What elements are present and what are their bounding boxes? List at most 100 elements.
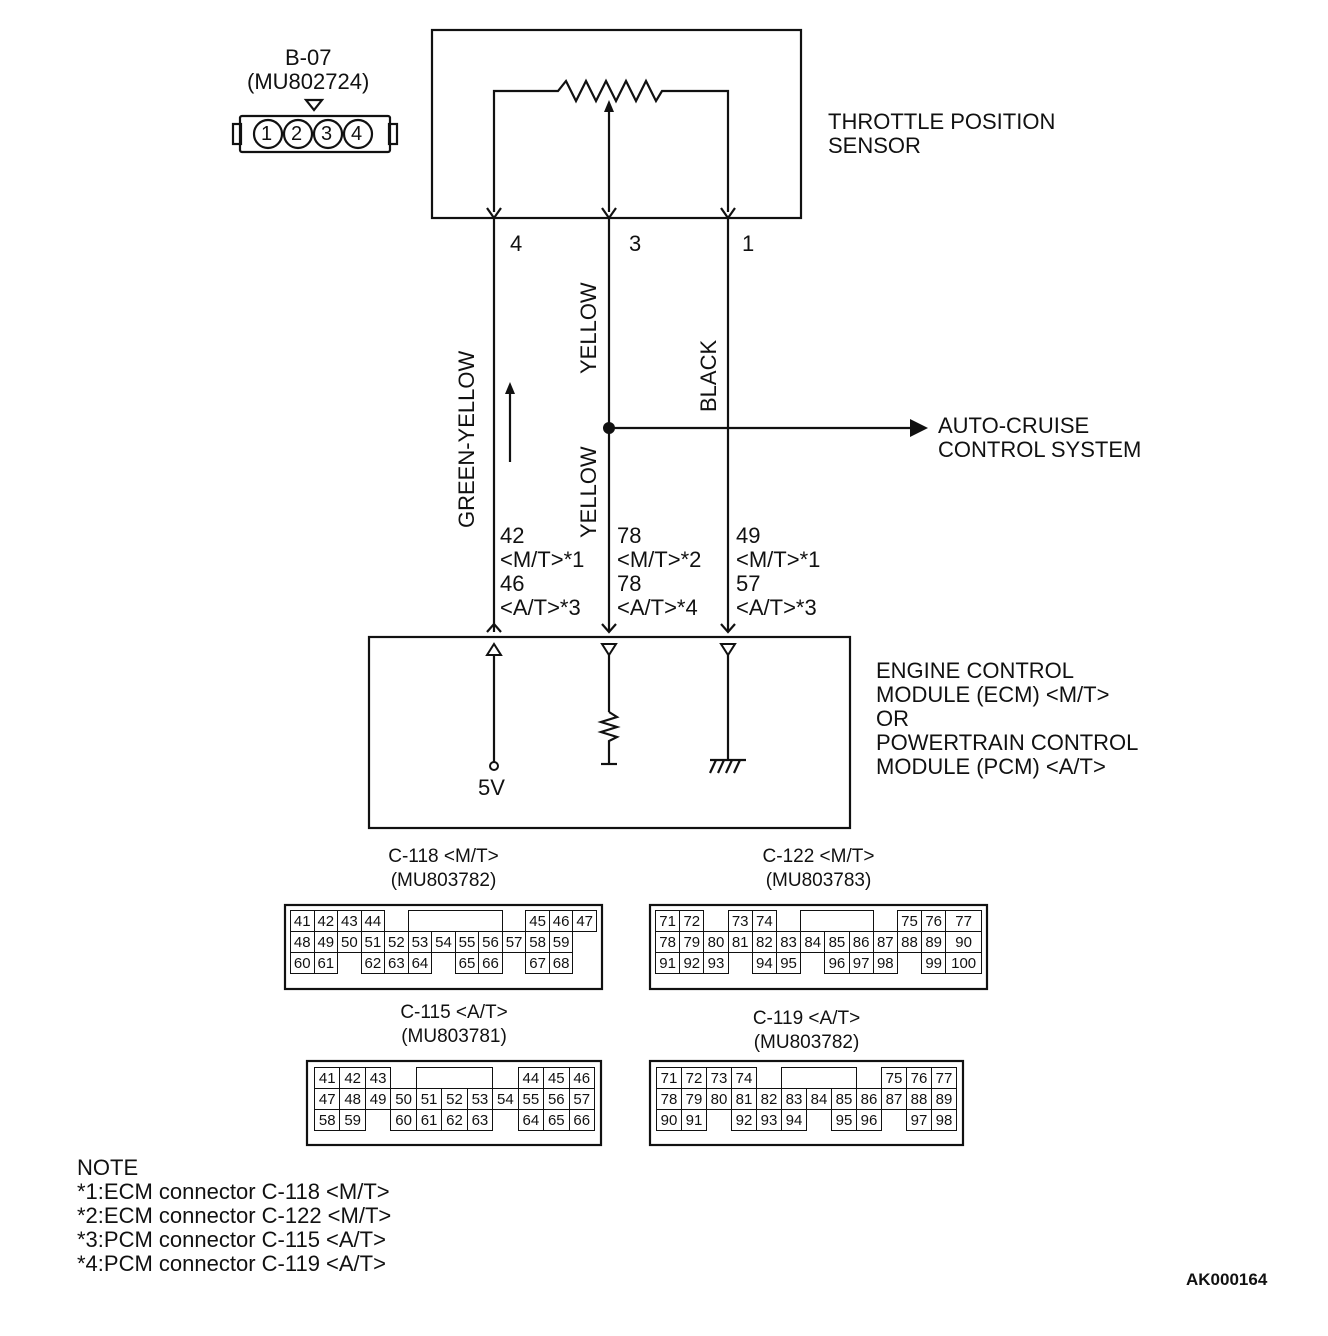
- c122-pin: 82: [751, 931, 777, 953]
- c118-pin: 61: [313, 952, 339, 974]
- ecm-title-line2: MODULE (ECM) <M/T>: [876, 682, 1110, 707]
- b07-pin-2: 2: [291, 123, 303, 145]
- c122-pin: 87: [872, 931, 898, 953]
- c122-pin: 77: [945, 910, 982, 932]
- c118-pin: 44: [360, 910, 386, 932]
- c119-pin: 76: [906, 1067, 932, 1089]
- pin-number-3: 3: [629, 231, 642, 256]
- c118-pin: 64: [407, 952, 433, 974]
- c115-part-number: (MU803781): [401, 1026, 507, 1047]
- c119-pin: 77: [931, 1067, 957, 1089]
- c119-pin: 72: [681, 1067, 707, 1089]
- c118-part-number: (MU803782): [390, 870, 497, 891]
- c119-pin: 80: [706, 1088, 732, 1110]
- c119-pin: 74: [731, 1067, 757, 1089]
- c115-pin: 44: [517, 1067, 545, 1089]
- figure-code: AK000164: [1186, 1270, 1268, 1289]
- c119-pin: 94: [781, 1109, 807, 1131]
- splice-dot: [603, 422, 615, 434]
- c115-pin: 47: [313, 1088, 341, 1110]
- note-line-2: *2:ECM connector C-122 <M/T>: [77, 1203, 392, 1228]
- c122-pin: 93: [703, 952, 729, 974]
- pin-number-4: 4: [510, 231, 523, 256]
- c122-pin: 72: [679, 910, 705, 932]
- c122-pin: 96: [824, 952, 850, 974]
- c122-pin: 85: [824, 931, 850, 953]
- c115-row-3: 58 59 60 61 62 63 64 65 66: [313, 1109, 596, 1131]
- c118-pin: 52: [384, 931, 409, 953]
- c115-pin: 56: [543, 1088, 570, 1110]
- c119-pin: 91: [681, 1109, 707, 1131]
- c115-pin: 54: [492, 1088, 519, 1110]
- c122-pin-grid: 71 72 73 74 75 76 77 78 79 80 81 82 83 8…: [654, 910, 982, 974]
- c118-pin: 43: [337, 910, 362, 932]
- c122-pin: 86: [848, 931, 874, 953]
- c122-pin: 76: [921, 910, 947, 932]
- c115-pin: 48: [339, 1088, 366, 1110]
- c115-pin: 50: [390, 1088, 417, 1110]
- c118-row-1: 41 42 43 44 45 46 47: [290, 910, 597, 932]
- c122-pin: 80: [703, 931, 729, 953]
- c122-pin: 90: [945, 931, 982, 953]
- b07-pin-3: 3: [321, 123, 333, 145]
- wire-label-black: BLACK: [696, 339, 721, 412]
- c115-pin: 53: [466, 1088, 494, 1110]
- term-b-3: <A/T>*3: [736, 595, 817, 620]
- c115-pin: 49: [364, 1088, 392, 1110]
- c119-pin: 73: [706, 1067, 732, 1089]
- c118-pin: 46: [548, 910, 574, 932]
- c118-pin: 68: [548, 952, 574, 974]
- c115-name: C-115 <A/T>: [400, 1002, 508, 1023]
- c118-row-3: 60 61 62 63 64 65 66 67 68: [290, 952, 597, 974]
- c122-pin: 100: [945, 952, 982, 974]
- c115-pin: 63: [466, 1109, 494, 1131]
- c115-pin: 42: [339, 1067, 366, 1089]
- c119-pin: 85: [831, 1088, 857, 1110]
- note-line-3: *3:PCM connector C-115 <A/T>: [77, 1227, 386, 1252]
- c118-pin: 56: [478, 931, 503, 953]
- c122-pin: 73: [727, 910, 753, 932]
- c119-pin: 75: [881, 1067, 907, 1089]
- ecm-title-line3: OR: [876, 706, 909, 731]
- c119-pin: 93: [756, 1109, 782, 1131]
- c115-pin: 59: [339, 1109, 366, 1131]
- c122-pin: 75: [896, 910, 923, 932]
- c118-pin: 67: [525, 952, 550, 974]
- c122-pin: 94: [751, 952, 777, 974]
- c122-pin: 92: [679, 952, 705, 974]
- c122-pin: 99: [921, 952, 947, 974]
- b07-name: B-07: [285, 45, 332, 70]
- c118-pin: 66: [478, 952, 503, 974]
- c122-pin: 79: [679, 931, 705, 953]
- pulldown-resistor: [597, 711, 621, 764]
- c118-pin: 59: [548, 931, 574, 953]
- c118-pin: 53: [407, 931, 433, 953]
- c119-pin: 96: [856, 1109, 882, 1131]
- ecm-title-line1: ENGINE CONTROL: [876, 658, 1075, 683]
- c118-pin: 65: [454, 952, 480, 974]
- c119-pin: 90: [656, 1109, 682, 1131]
- c119-pin: 88: [906, 1088, 932, 1110]
- c122-pin: 81: [727, 931, 753, 953]
- note-title: NOTE: [77, 1155, 139, 1180]
- c115-pin: 46: [568, 1067, 596, 1089]
- c122-pin: 78: [654, 931, 681, 953]
- c122-row-2: 78 79 80 81 82 83 84 85 86 87 88 89 90: [654, 931, 982, 953]
- c118-pin: 41: [290, 910, 315, 932]
- ecm-title-line5: MODULE (PCM) <A/T>: [876, 754, 1106, 779]
- c122-pin: 84: [800, 931, 826, 953]
- term-b-2: 57: [736, 571, 761, 596]
- c118-pin-grid: 41 42 43 44 45 46 47 48 49 50 51 52 53 5…: [290, 910, 597, 974]
- c119-pin: 78: [656, 1088, 682, 1110]
- c119-pin: 82: [756, 1088, 782, 1110]
- c115-row-1: 41 42 43 44 45 46: [313, 1067, 596, 1089]
- c115-pin: 41: [313, 1067, 341, 1089]
- c122-part-number: (MU803783): [765, 870, 872, 891]
- wire-label-yellow-bottom: YELLOW: [576, 446, 601, 538]
- c115-pin: 45: [543, 1067, 570, 1089]
- c119-row-3: 90 91 92 93 94 95 96 97 98: [656, 1109, 957, 1131]
- term-gy-1: <M/T>*1: [500, 547, 585, 572]
- c118-pin: 63: [384, 952, 409, 974]
- c118-pin: 60: [290, 952, 315, 974]
